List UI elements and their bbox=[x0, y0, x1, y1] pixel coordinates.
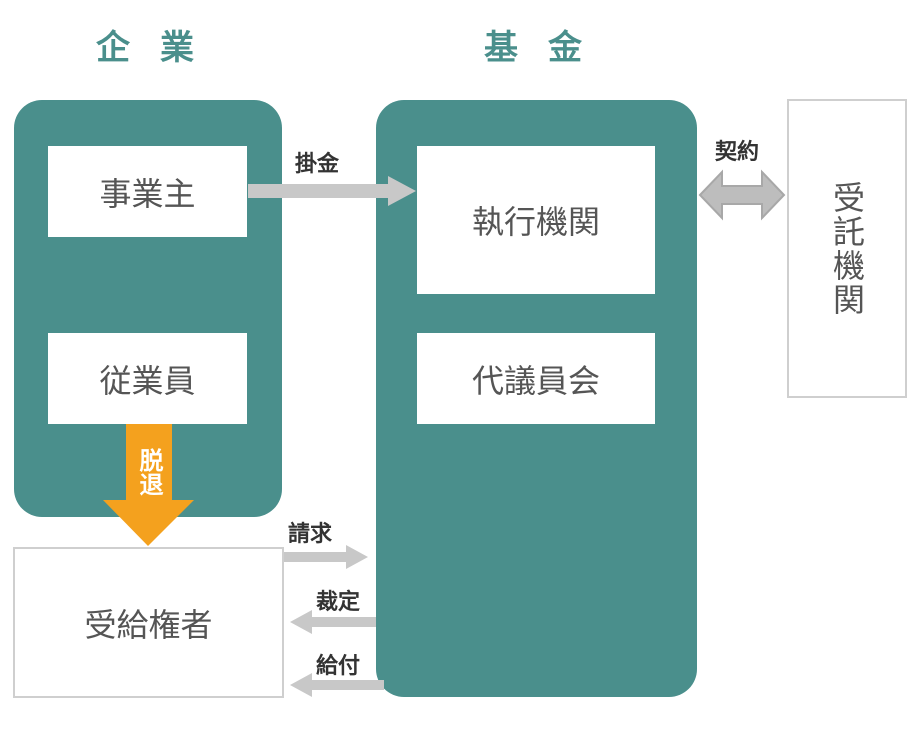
beneficiary-box: 受給権者 bbox=[13, 547, 284, 698]
withdrawal-arrow bbox=[103, 424, 194, 546]
employee-box: 従業員 bbox=[48, 333, 247, 424]
claim-label: 請求 bbox=[288, 522, 333, 547]
contribution-label: 掛金 bbox=[295, 152, 340, 177]
employer-box: 事業主 bbox=[48, 146, 247, 237]
claim-arrow bbox=[284, 545, 368, 569]
contract-arrow bbox=[698, 169, 786, 221]
ruling-arrow bbox=[290, 610, 376, 634]
contribution-arrow bbox=[248, 176, 416, 206]
company-heading: 企業 bbox=[96, 28, 224, 68]
trustee-box: 受託機関 bbox=[787, 99, 907, 398]
withdrawal-label: 脱退 bbox=[135, 448, 163, 496]
fund-heading: 基金 bbox=[484, 28, 612, 68]
council-box: 代議員会 bbox=[417, 333, 655, 424]
payment-label: 給付 bbox=[316, 654, 361, 679]
payment-arrow bbox=[290, 673, 384, 697]
ruling-label: 裁定 bbox=[316, 590, 361, 615]
executive-body-box: 執行機関 bbox=[417, 146, 655, 294]
contract-label: 契約 bbox=[715, 140, 760, 165]
